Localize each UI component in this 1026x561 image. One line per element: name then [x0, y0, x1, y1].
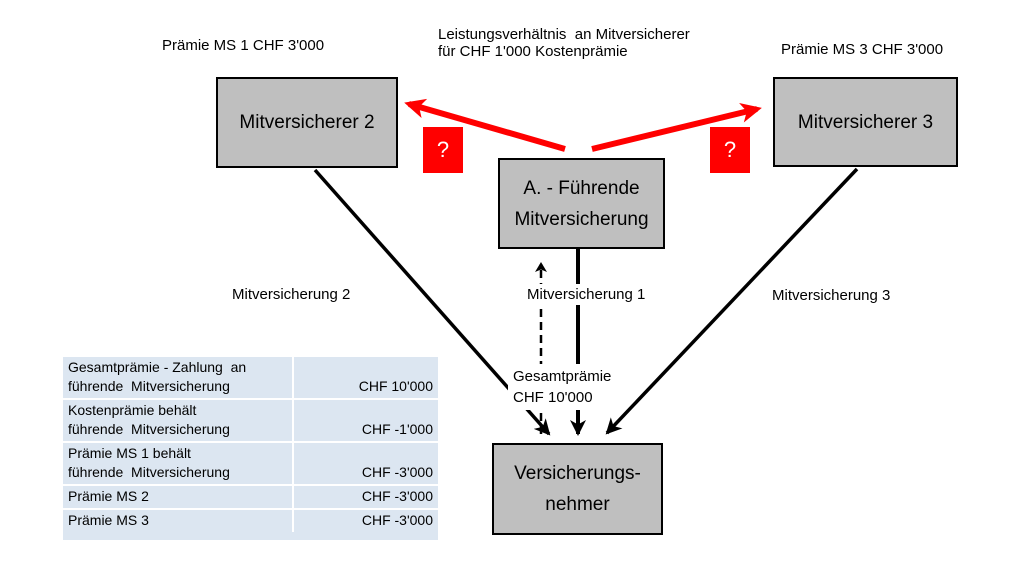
- label-mitversicherung-3: Mitversicherung 3: [772, 287, 891, 304]
- table-row: Kostenprämie behält führende Mitversiche…: [63, 398, 438, 441]
- box-versicherungsnehmer: Versicherungs- nehmer: [492, 443, 663, 535]
- line-mitversicherer3-to-versicherungsnehmer: [605, 167, 859, 435]
- box-fuehrende-mitversicherung: A. - Führende Mitversicherung: [498, 158, 665, 249]
- table-row: Prämie MS 1 behält führende Mitversicher…: [63, 441, 438, 484]
- row-value: CHF -1'000: [361, 421, 433, 437]
- label-mitversicherung-2: Mitversicherung 2: [232, 286, 351, 303]
- row-label: Prämie MS 3: [63, 510, 294, 532]
- table-row: Gesamtprämie - Zahlung an führende Mitve…: [63, 357, 438, 398]
- red-arrow-to-mitversicherer3: [591, 103, 762, 152]
- label-leistungsverhaeltnis: Leistungsverhältnis an Mitversicherer fü…: [438, 26, 690, 60]
- label-praemie-ms1: Prämie MS 1 CHF 3'000: [162, 37, 325, 54]
- table-row: Prämie MS 3 CHF -3'000: [63, 508, 438, 532]
- row-value: CHF 10'000: [358, 378, 433, 394]
- label-gesamtpraemie: Gesamtprämie CHF 10'000: [508, 364, 617, 410]
- label-praemie-ms3: Prämie MS 3 CHF 3'000: [781, 41, 944, 58]
- table-row: Prämie MS 2 CHF -3'000: [63, 484, 438, 508]
- row-label: Prämie MS 2: [63, 486, 294, 508]
- premium-breakdown-table: Gesamtprämie - Zahlung an führende Mitve…: [63, 357, 438, 540]
- row-value: CHF -3'000: [361, 464, 433, 480]
- row-value: CHF -3'000: [361, 512, 433, 528]
- row-label: Kostenprämie behält führende Mitversiche…: [63, 400, 294, 441]
- row-label: Prämie MS 1 behält führende Mitversicher…: [63, 443, 294, 484]
- row-value: CHF -3'000: [361, 488, 433, 504]
- label-mitversicherung-1: Mitversicherung 1: [522, 284, 651, 305]
- question-badge-right: ?: [710, 127, 750, 173]
- red-arrow-to-mitversicherer2: [404, 98, 566, 152]
- question-badge-left: ?: [423, 127, 463, 173]
- box-mitversicherer-3: Mitversicherer 3: [773, 77, 958, 167]
- row-label: Gesamtprämie - Zahlung an führende Mitve…: [63, 357, 294, 398]
- box-mitversicherer-2: Mitversicherer 2: [216, 77, 398, 168]
